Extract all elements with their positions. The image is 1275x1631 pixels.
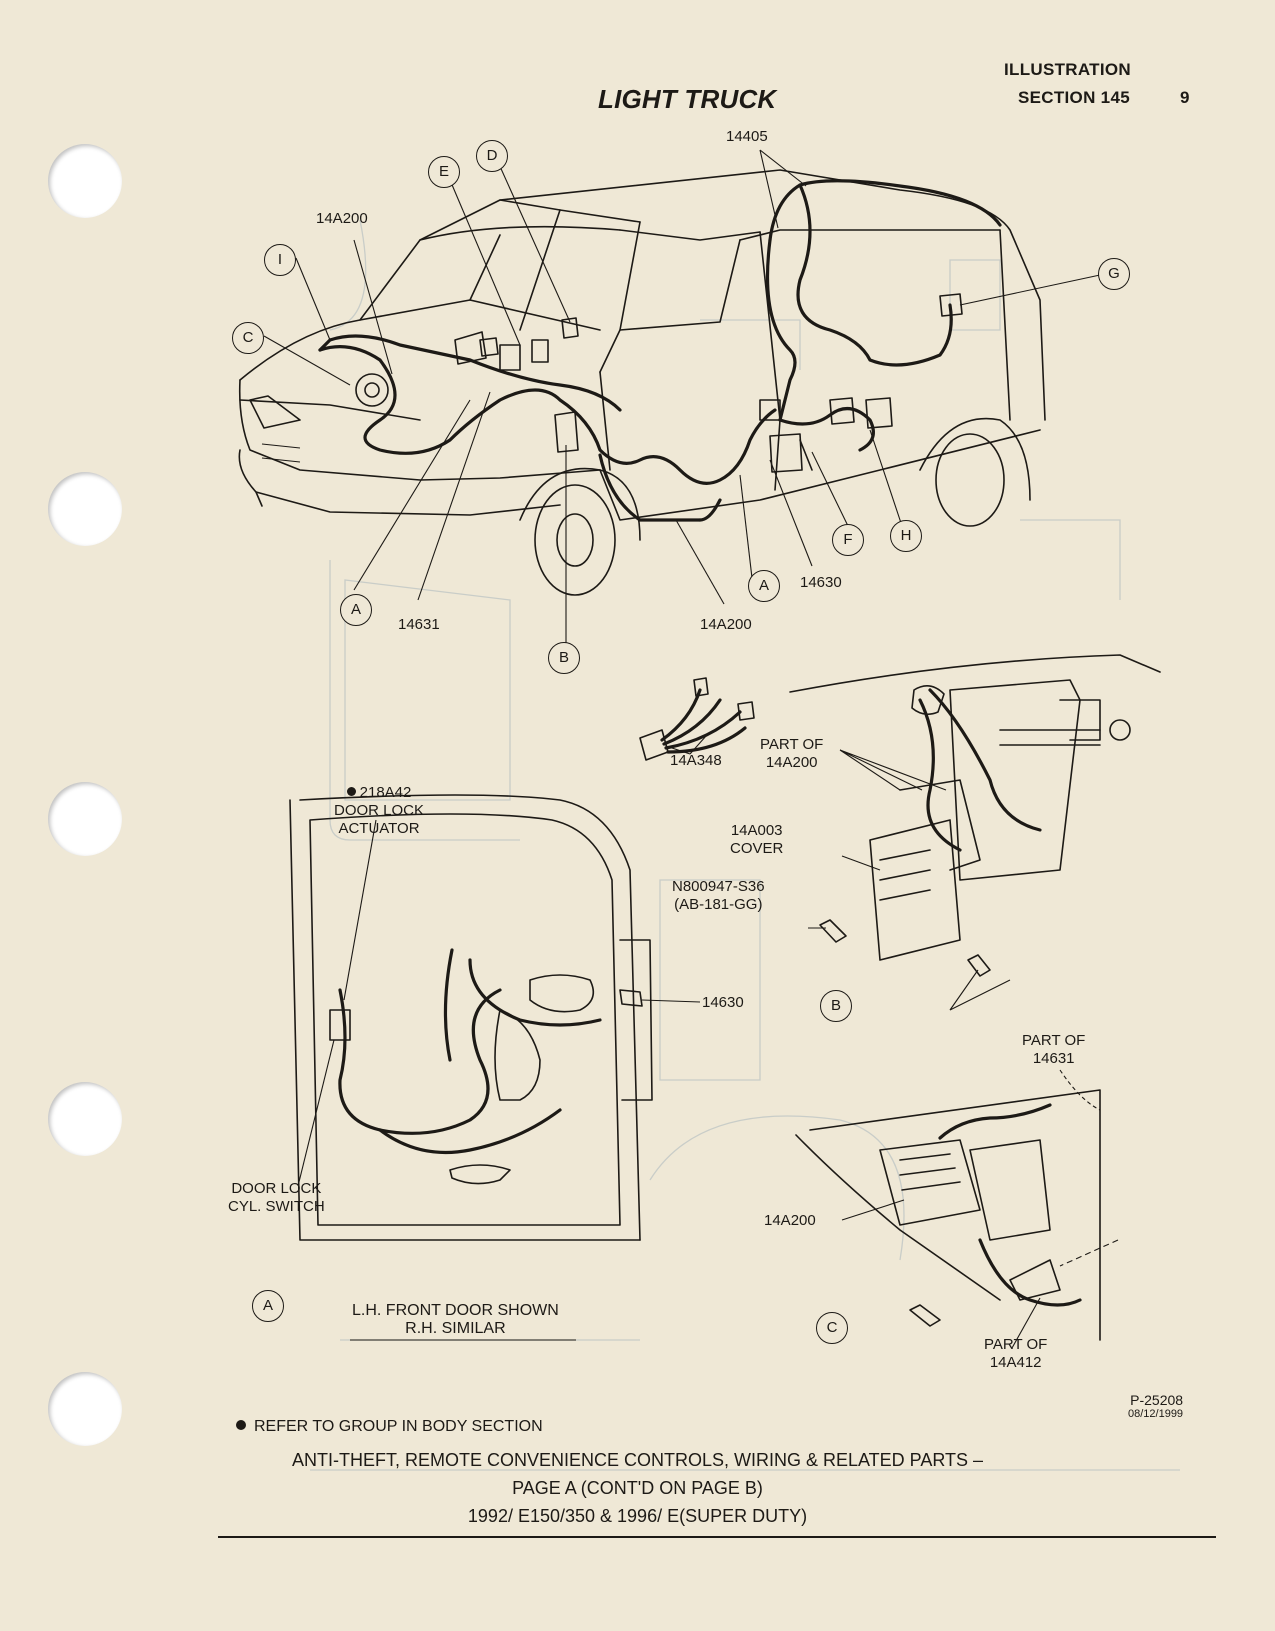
switch-name-line2: CYL. SWITCH bbox=[228, 1198, 325, 1215]
leader-lines-top bbox=[263, 149, 1101, 646]
callout-C-detail: C bbox=[816, 1312, 848, 1344]
rear-modules bbox=[769, 397, 893, 473]
callout-E: E bbox=[428, 156, 460, 188]
callout-D: D bbox=[476, 140, 508, 172]
label-14A200-top: 14A200 bbox=[316, 210, 368, 227]
door-note: L.H. FRONT DOOR SHOWN R.H. SIMILAR bbox=[352, 1302, 559, 1338]
body-section-note: REFER TO GROUP IN BODY SECTION bbox=[236, 1418, 543, 1436]
screw-label: N800947-S36 (AB-181-GG) bbox=[672, 878, 765, 913]
footer-rule bbox=[218, 1536, 1216, 1538]
callout-H: H bbox=[890, 520, 922, 552]
harness-14405 bbox=[759, 179, 1002, 422]
illustration-code-number: P-25208 bbox=[1130, 1392, 1184, 1408]
door-detail bbox=[289, 794, 701, 1341]
callout-F: F bbox=[832, 524, 864, 556]
page-title: LIGHT TRUCK bbox=[598, 84, 777, 114]
actuator-part-number: 218A42 bbox=[359, 784, 412, 801]
binder-hole bbox=[48, 472, 122, 546]
label-14405: 14405 bbox=[726, 128, 768, 145]
binder-hole bbox=[48, 1372, 122, 1446]
part-of-14631-label: PART OF 14631 bbox=[1022, 1032, 1086, 1067]
part-of-14A412-label: PART OF 14A412 bbox=[984, 1336, 1048, 1371]
actuator-name-line1: DOOR LOCK bbox=[334, 802, 425, 819]
callout-A-detail: A bbox=[252, 1290, 284, 1322]
caption-line3: 1992/ E150/350 & 1996/ E(SUPER DUTY) bbox=[467, 1506, 808, 1526]
illustration-code: P-25208 08/12/1999 bbox=[1128, 1392, 1183, 1420]
harness-14A200 bbox=[318, 317, 777, 522]
callout-G: G bbox=[1098, 258, 1130, 290]
dash-connector-detail bbox=[795, 1069, 1119, 1349]
callout-I: I bbox=[264, 244, 296, 276]
bullet-icon bbox=[236, 1420, 246, 1430]
part-of-14A200-label: PART OF 14A200 bbox=[760, 736, 824, 771]
connector-14A348 bbox=[639, 677, 755, 761]
caption-line2: PAGE A (CONT'D ON PAGE B) bbox=[512, 1478, 763, 1498]
callout-B-detail: B bbox=[820, 990, 852, 1022]
label-14630-door: 14630 bbox=[702, 994, 744, 1011]
label-14A200-bottom: 14A200 bbox=[700, 616, 752, 633]
callout-B-top: B bbox=[548, 642, 580, 674]
callout-C: C bbox=[232, 322, 264, 354]
label-14A348: 14A348 bbox=[670, 752, 722, 769]
actuator-name-line2: ACTUATOR bbox=[338, 820, 420, 837]
binder-hole bbox=[48, 1082, 122, 1156]
callout-A-left: A bbox=[340, 594, 372, 626]
module-bracket-detail bbox=[789, 654, 1161, 1011]
switch-label: DOOR LOCK CYL. SWITCH bbox=[228, 1180, 325, 1216]
binder-hole bbox=[48, 144, 122, 218]
cover-label: 14A003 COVER bbox=[730, 822, 784, 857]
page-number: 9 bbox=[1180, 88, 1190, 107]
binder-hole bbox=[48, 782, 122, 856]
caption-line1: ANTI-THEFT, REMOTE CONVENIENCE CONTROLS,… bbox=[291, 1450, 984, 1470]
illustration-heading: ILLUSTRATION bbox=[1004, 60, 1131, 79]
van-body bbox=[238, 169, 1046, 596]
bleed-through bbox=[310, 219, 1180, 1471]
switch-name-line1: DOOR LOCK bbox=[231, 1180, 322, 1197]
callout-A-right: A bbox=[748, 570, 780, 602]
label-14A200-dash: 14A200 bbox=[764, 1212, 816, 1229]
door-note-line2: R.H. SIMILAR bbox=[405, 1320, 506, 1337]
actuator-label: 218A42 DOOR LOCK ACTUATOR bbox=[334, 784, 424, 838]
label-14631: 14631 bbox=[398, 616, 440, 633]
door-note-line1: L.H. FRONT DOOR SHOWN bbox=[352, 1302, 559, 1319]
illustration-date: 08/12/1999 bbox=[1128, 1408, 1184, 1420]
section-heading: SECTION 145 bbox=[1018, 88, 1130, 107]
label-14630: 14630 bbox=[800, 574, 842, 591]
